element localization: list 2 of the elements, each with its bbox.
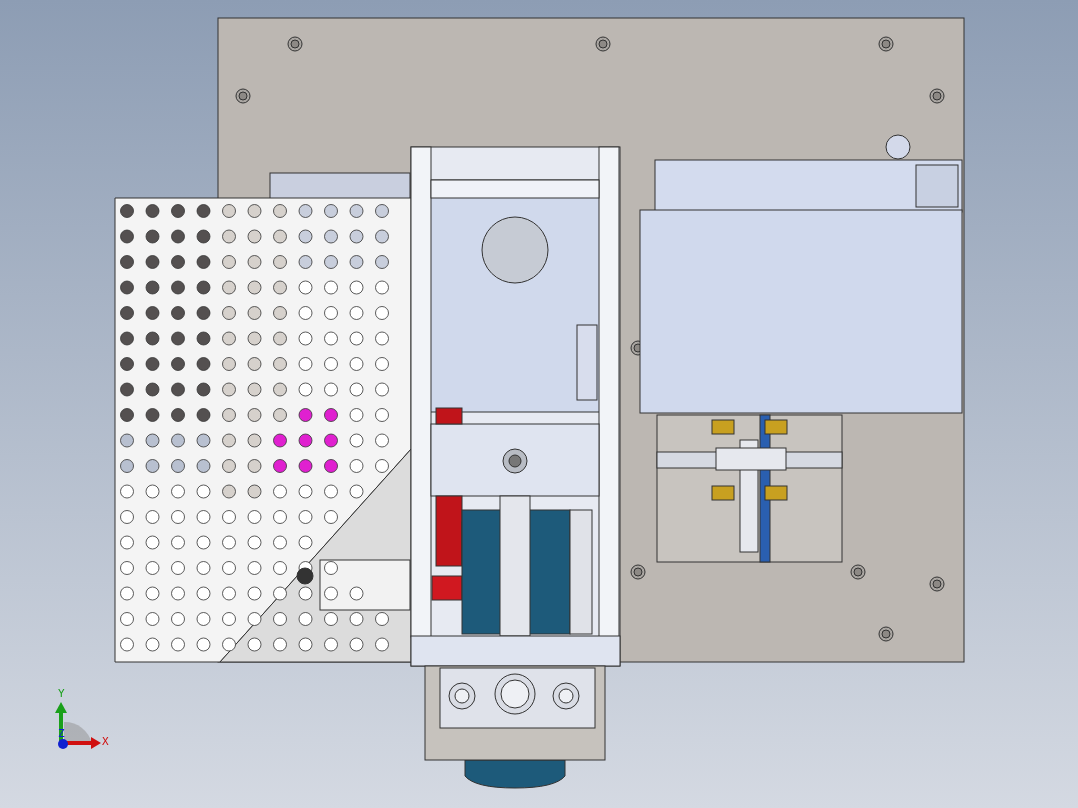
axis-label: Y [58,688,65,700]
axis-label: X [102,736,109,748]
